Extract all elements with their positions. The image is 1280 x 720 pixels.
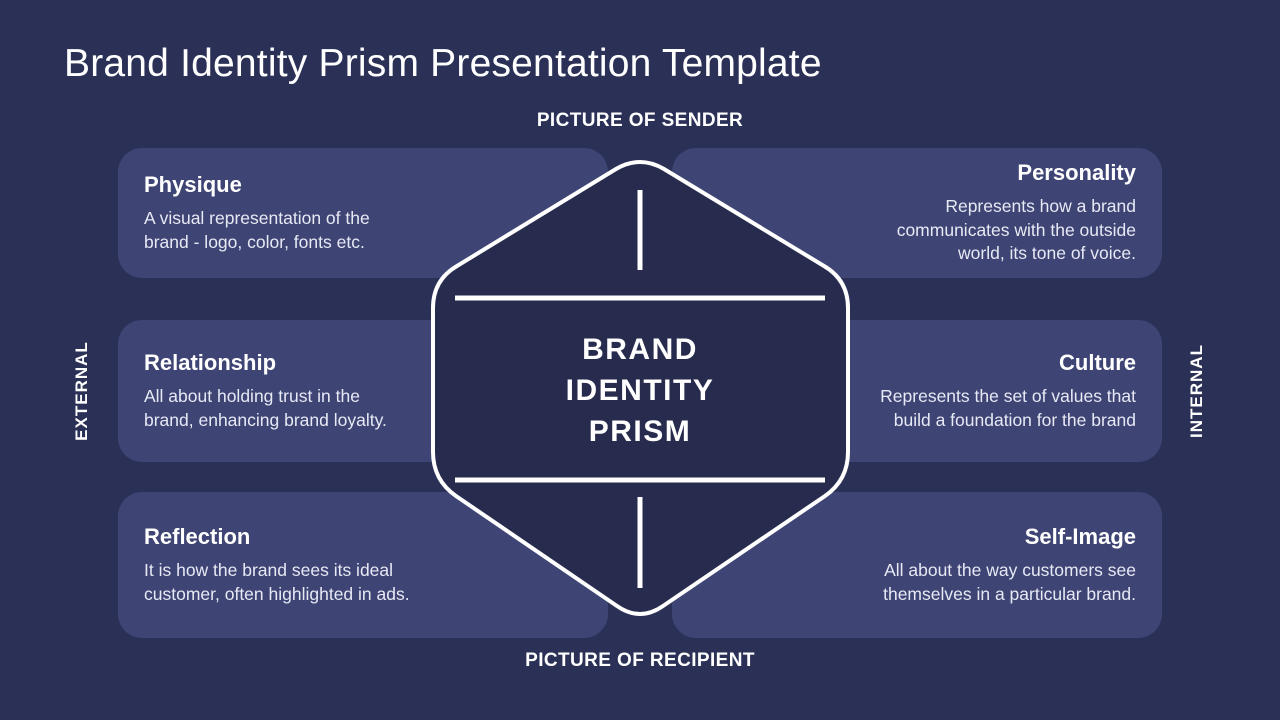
card-physique: Physique A visual representation of the … [118, 148, 608, 278]
card-personality-body: Represents how a brand communicates with… [896, 196, 1136, 264]
card-culture-title: Culture [1059, 350, 1136, 376]
card-relationship-title: Relationship [144, 350, 277, 376]
card-selfimage-title: Self-Image [1024, 524, 1136, 550]
brand-identity-prism-label: BRAND IDENTITY PRISM [565, 333, 715, 449]
card-physique-body: A visual representation of the brand - l… [144, 208, 370, 252]
card-reflection-body: It is how the brand sees its ideal custo… [144, 560, 410, 604]
external-axis-label: EXTERNAL [72, 341, 91, 441]
internal-axis-label: INTERNAL [1187, 344, 1206, 438]
picture-of-recipient-label: PICTURE OF RECIPIENT [525, 650, 755, 671]
card-culture-body: Represents the set of values that build … [880, 386, 1136, 430]
picture-of-sender-label: PICTURE OF SENDER [536, 110, 744, 131]
page-title: Brand Identity Prism Presentation Templa… [64, 42, 822, 85]
card-selfimage-body: All about the way customers see themselv… [883, 560, 1136, 604]
card-selfimage: Self-Image All about the way customers s… [672, 492, 1162, 638]
card-reflection-title: Reflection [144, 524, 251, 550]
card-relationship-body: All about holding trust in the brand, en… [144, 386, 387, 430]
card-personality-title: Personality [1017, 160, 1136, 186]
card-physique-title: Physique [144, 172, 242, 198]
card-reflection: Reflection It is how the brand sees its … [118, 492, 608, 638]
card-personality: Personality Represents how a brand commu… [672, 148, 1162, 278]
